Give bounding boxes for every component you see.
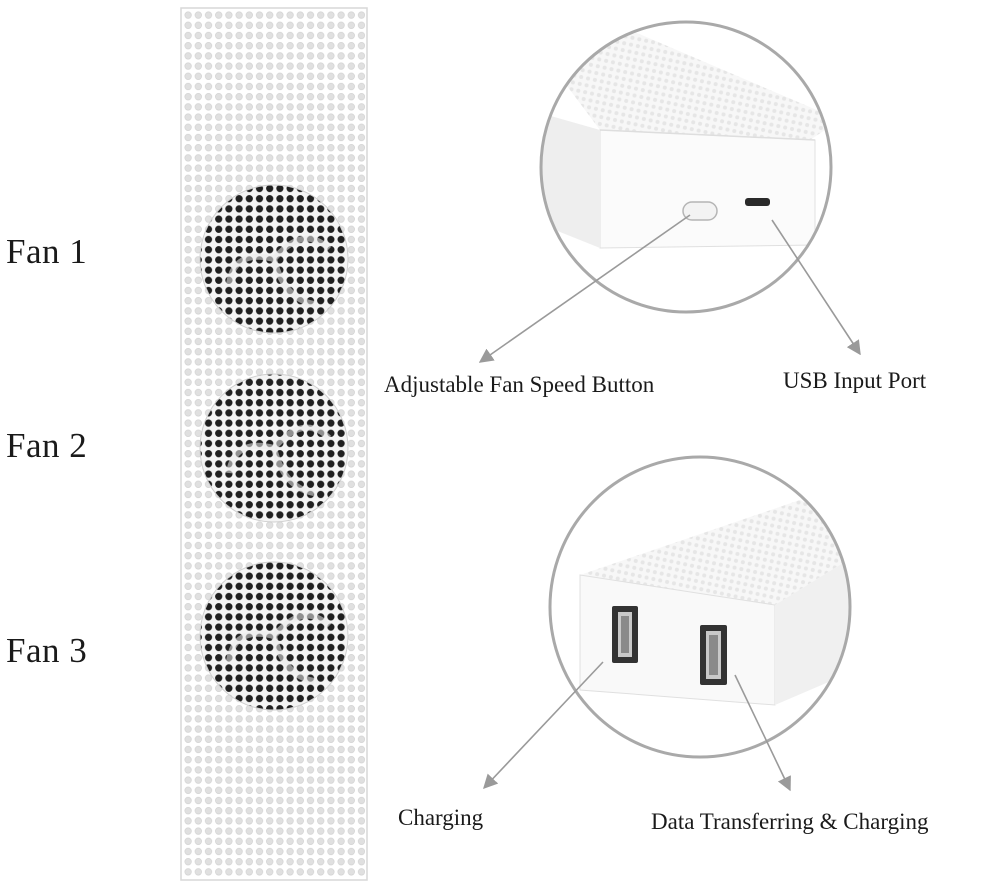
label-speed-button: Adjustable Fan Speed Button — [384, 372, 655, 397]
arrow-speed-button — [478, 214, 691, 363]
label-data-charging: Data Transferring & Charging — [651, 809, 929, 834]
cooling-fan-body — [180, 7, 368, 881]
label-usb-input: USB Input Port — [783, 368, 927, 393]
detail-circle-bottom — [548, 455, 852, 759]
fan-1-label: Fan 1 — [6, 232, 88, 271]
usb-port-charging — [612, 606, 638, 663]
arrow-data-charging — [734, 674, 791, 792]
label-charging: Charging — [398, 805, 484, 830]
detail-circle-top — [539, 20, 833, 314]
micro-usb-port — [745, 198, 770, 206]
usb-port-data-charging — [700, 625, 727, 685]
fan-2-label: Fan 2 — [6, 426, 88, 465]
callout-arrows — [478, 214, 861, 792]
arrow-usb-input — [771, 219, 861, 356]
fan-3-label: Fan 3 — [6, 631, 88, 670]
arrow-charging — [483, 661, 604, 790]
speed-button — [682, 201, 718, 221]
